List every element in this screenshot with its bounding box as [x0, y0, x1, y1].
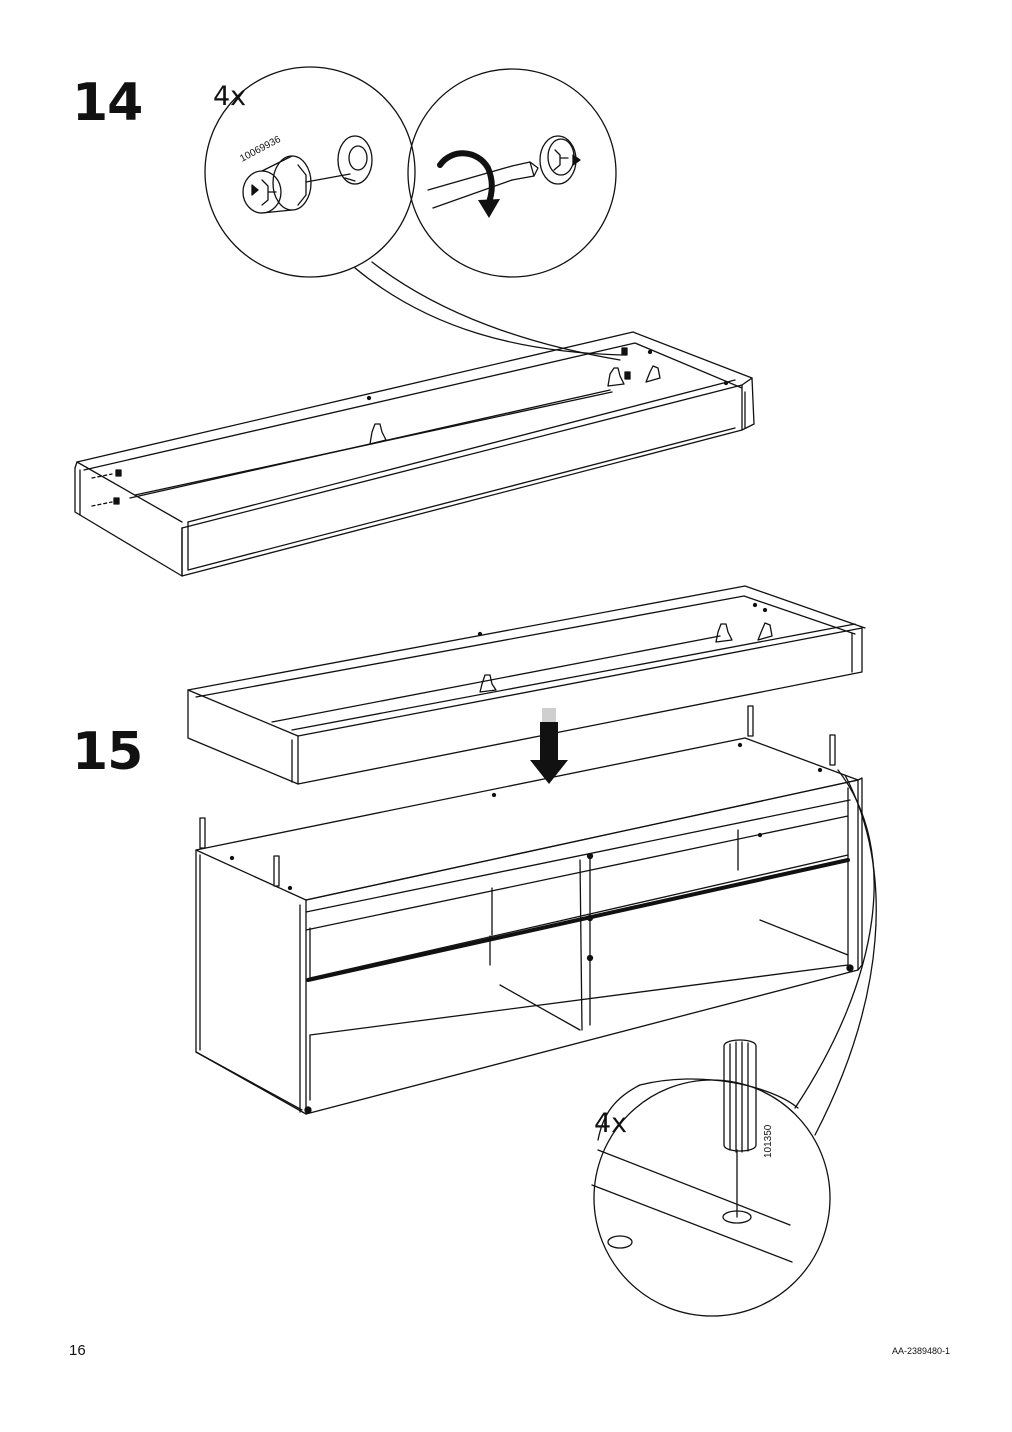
screwdriver-detail-circle [407, 68, 617, 278]
bottom-frame-step14 [74, 331, 755, 577]
cam-lock-detail-circle [204, 66, 416, 278]
cabinet-body [195, 705, 863, 1115]
cam-lock-part-number: 10069936 [238, 134, 283, 165]
page-number: 16 [69, 1342, 86, 1359]
step-15-number: 15 [72, 722, 143, 782]
bottom-frame-step15 [187, 585, 866, 785]
step-14-quantity: 4x [213, 81, 247, 112]
dowel-detail-circle [591, 1039, 831, 1317]
dowel-part-number: 101350 [763, 1124, 774, 1158]
down-arrow-icon [530, 708, 568, 784]
step-14-number: 14 [72, 73, 143, 133]
document-id: AA-2389480-1 [891, 1346, 950, 1356]
